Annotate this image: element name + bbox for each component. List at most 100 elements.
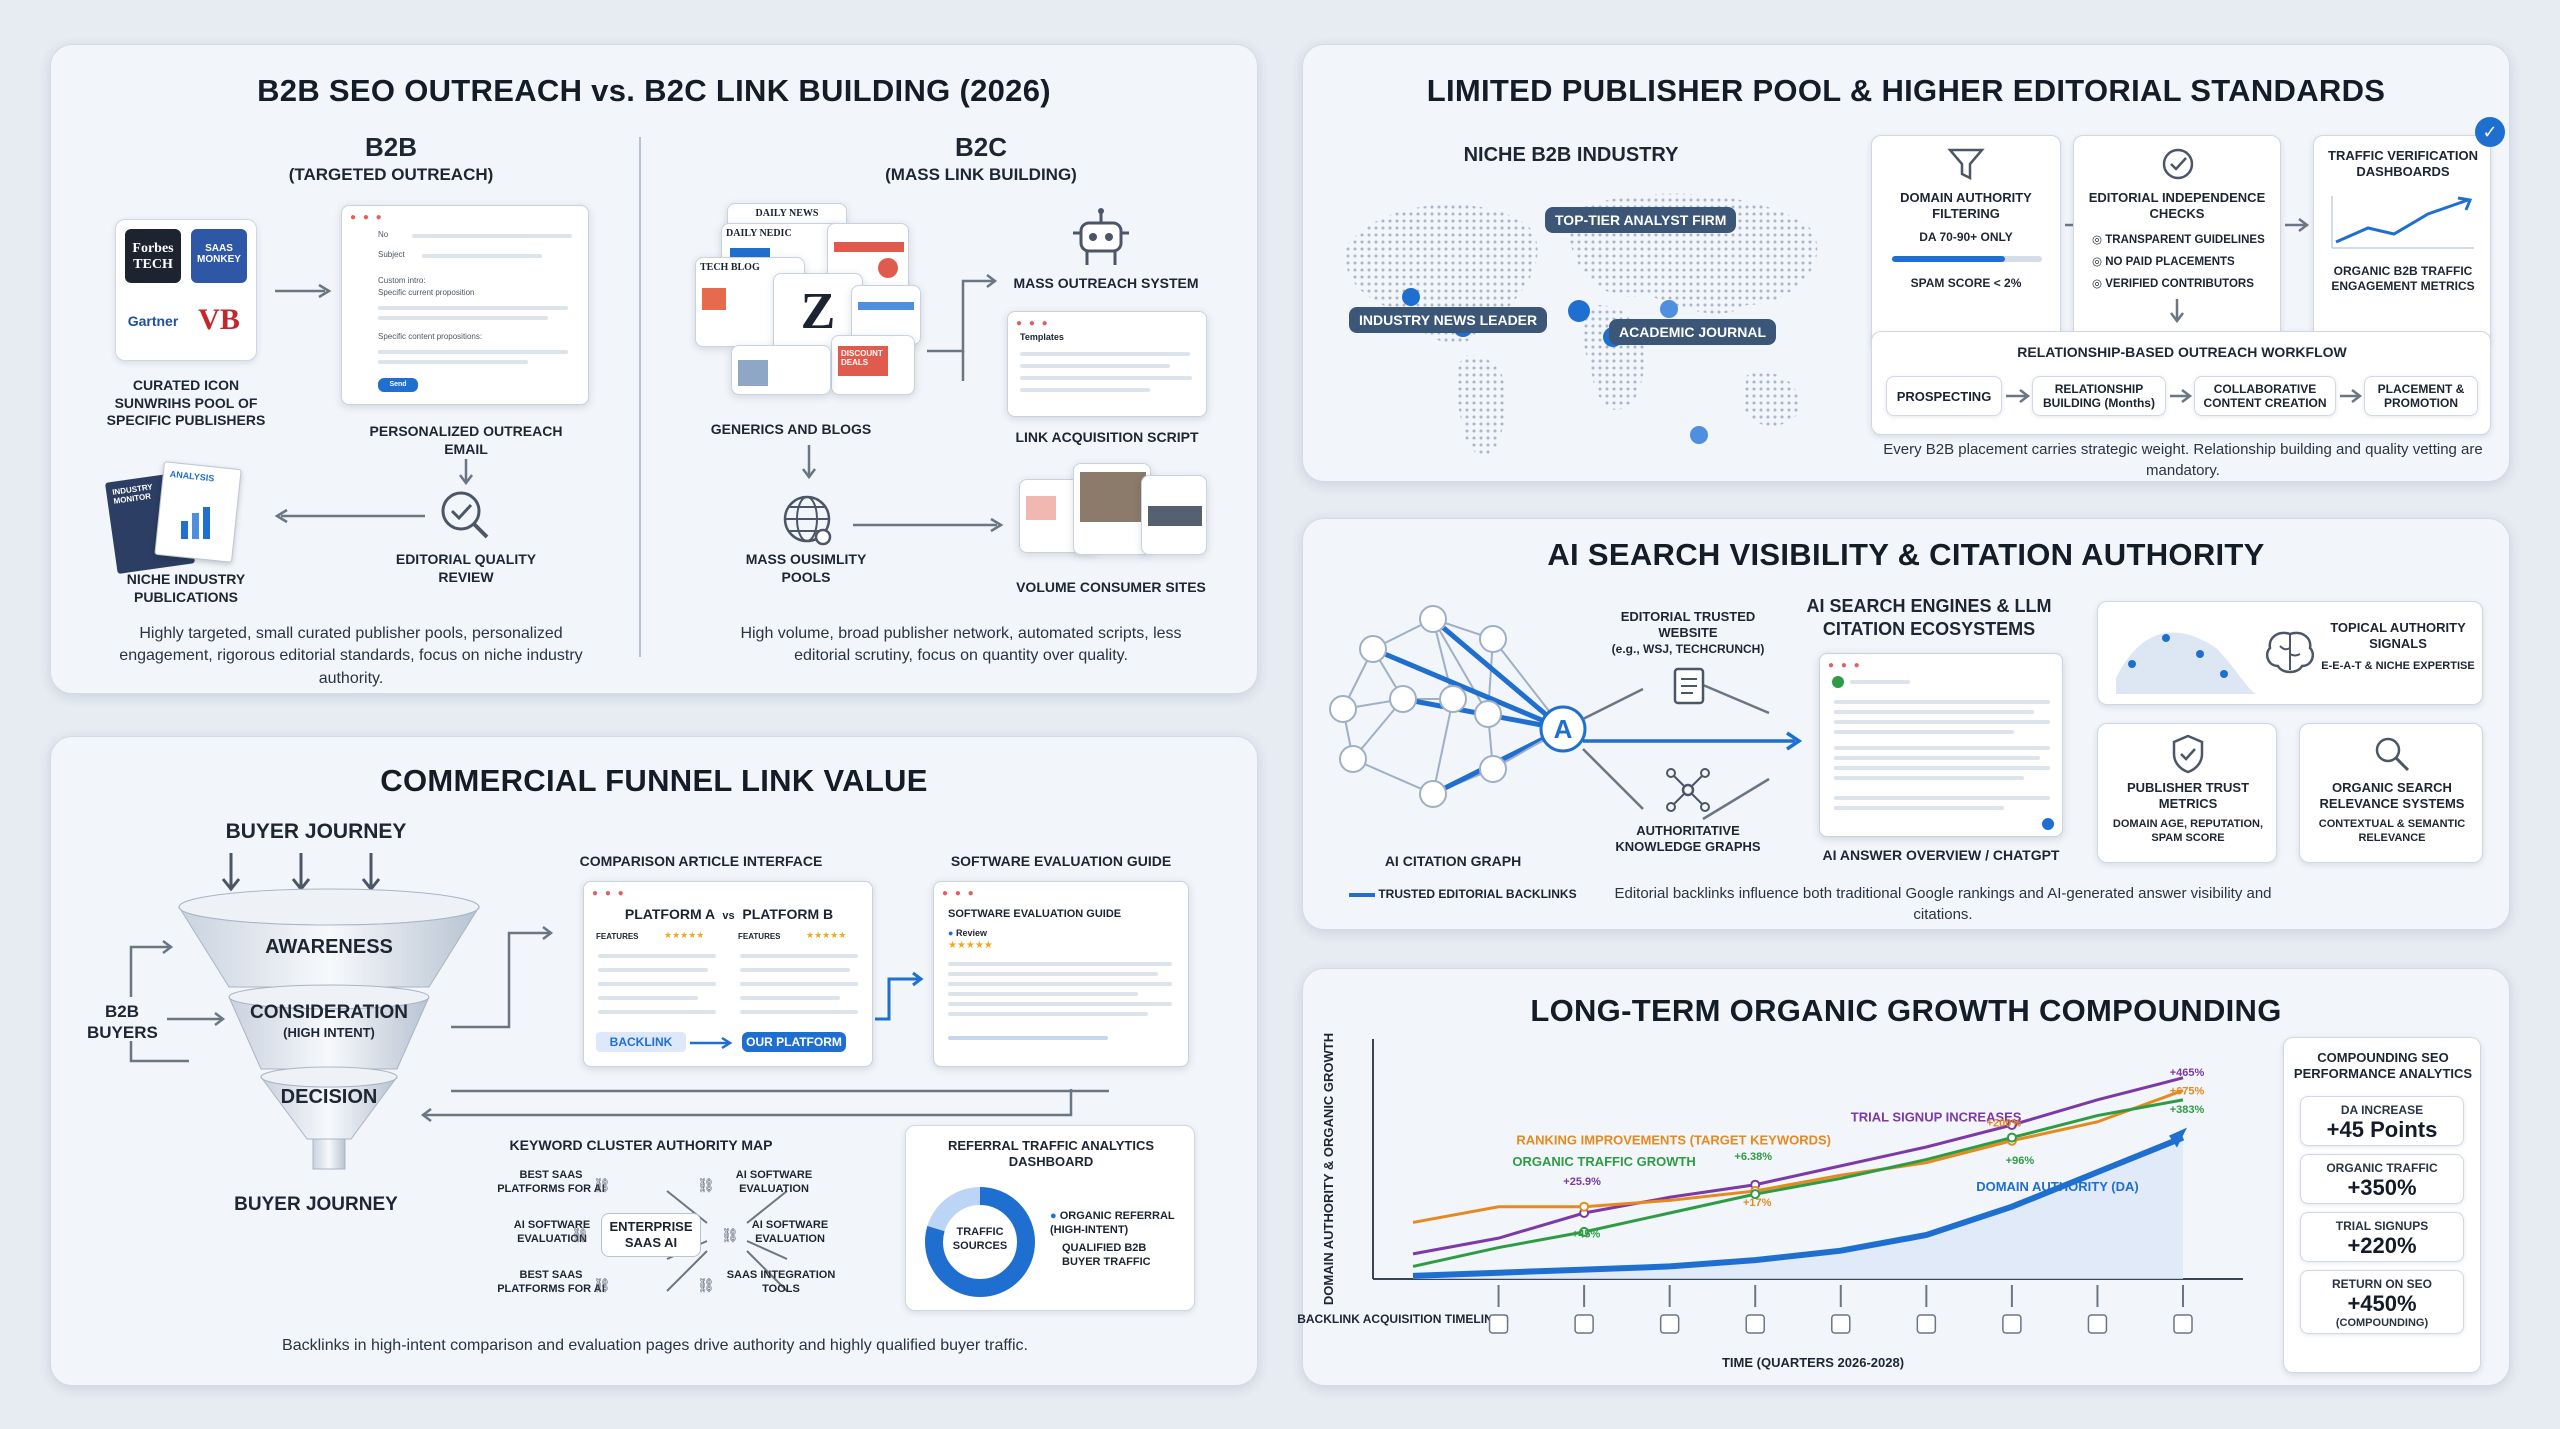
volume-site-3 — [1141, 475, 1207, 555]
funnel-decision: DECISION — [280, 1086, 378, 1108]
funnel-awareness: AWARENESS — [265, 936, 393, 958]
graph-edge — [1352, 758, 1434, 795]
graph-hub-node — [1539, 705, 1587, 753]
series-point — [2006, 1120, 2017, 1130]
panel-title: B2B SEO OUTREACH vs. B2C LINK BUILDING (… — [257, 73, 1051, 108]
magnifier-check-icon — [441, 491, 489, 539]
workflow-arrows — [2006, 389, 2363, 403]
graph-hub-label: A — [1554, 714, 1573, 744]
edi-item-3: ◎ VERIFIED CONTRIBUTORS — [2092, 278, 2254, 290]
legend-qualified: QUALIFIED B2B BUYER TRAFFIC — [1062, 1242, 1151, 1268]
cluster-ml: AI SOFTWARE EVALUATION — [513, 1219, 591, 1245]
growth-annotation: +25.9% — [1563, 1176, 1601, 1188]
graph-edge — [1432, 698, 1454, 795]
forbes-logo: Forbes TECH — [125, 229, 181, 283]
da-arrowhead — [2169, 1127, 2187, 1148]
send-button[interactable]: Send — [378, 378, 418, 392]
x-axis-label: TIME (QUARTERS 2026-2028) — [1722, 1355, 1904, 1370]
b2c-heading: B2C (MASS LINK BUILDING) — [885, 132, 1077, 184]
volume-site-2 — [1073, 463, 1151, 555]
our-platform-button[interactable]: OUR PLATFORM — [742, 1032, 846, 1052]
sales-funnel — [178, 853, 480, 1170]
pools-label: MASS OUSIMLITY POOLS — [745, 551, 867, 585]
workflow-step-3: COLLABORATIVE CONTENT CREATION — [2194, 376, 2336, 416]
link-icon: ⛓ — [571, 1227, 589, 1243]
hub-arrows — [1582, 683, 1803, 821]
ai-caption: Editorial backlinks influence both tradi… — [1614, 885, 2272, 923]
vb-logo: VB — [198, 303, 240, 336]
traffic-trend-icon — [2331, 196, 2474, 249]
niche-label: NICHE INDUSTRY PUBLICATIONS — [126, 571, 246, 605]
link-icon — [2087, 1314, 2108, 1334]
edi-item-1: ◎ TRANSPARENT GUIDELINES — [2092, 234, 2265, 246]
niche-industry-label: NICHE B2B INDUSTRY — [1463, 144, 1679, 166]
guide-label: SOFTWARE EVALUATION GUIDE — [950, 853, 1172, 869]
cluster-title: KEYWORD CLUSTER AUTHORITY MAP — [509, 1137, 773, 1153]
mass-outreach-label: MASS OUTREACH SYSTEM — [1013, 275, 1199, 291]
graph-node — [1329, 695, 1357, 723]
graph-node — [1439, 685, 1467, 713]
robot-icon — [1073, 208, 1129, 265]
verified-badge-icon: ✓ — [2475, 117, 2505, 147]
check-circle-icon — [2162, 148, 2194, 180]
b2b-buyers-label: B2B BUYERS — [87, 1002, 158, 1043]
series-label: DOMAIN AUTHORITY (DA) — [1976, 1179, 2138, 1194]
link-icon — [2173, 1314, 2193, 1334]
curated-label: CURATED ICON SUNWRIHS POOL OF SPECIFIC P… — [106, 377, 266, 428]
b2c-connectors — [927, 274, 998, 381]
buyer-arrows — [129, 940, 226, 1063]
guide-window: ● ● ● SOFTWARE EVALUATION GUIDE ● Review… — [933, 881, 1189, 1067]
funnel-consideration: CONSIDERATION (HIGH INTENT) — [250, 1002, 408, 1040]
series-point — [1750, 1189, 1761, 1200]
link-icon — [1659, 1314, 1680, 1334]
graph-node — [1419, 780, 1447, 808]
growth-annotation: +96% — [2006, 1155, 2035, 1167]
outreach-email-window: ● ● ● No Subject Custom intro: Specific … — [341, 205, 589, 405]
email-label: PERSONALIZED OUTREACH EMAIL — [369, 423, 563, 457]
document-icon — [1673, 667, 1705, 705]
traffic-donut — [925, 1187, 1035, 1297]
panel-title: AI SEARCH VISIBILITY & CITATION AUTHORIT… — [1547, 537, 2265, 572]
network-dots-icon — [2116, 632, 2256, 694]
growth-panel: LONG-TERM ORGANIC GROWTH COMPOUNDING DOM… — [1297, 968, 2510, 1386]
shield-icon — [2172, 734, 2204, 774]
cluster-center: ENTERPRISE SAAS AI — [601, 1213, 701, 1257]
da-slider[interactable] — [1892, 256, 2042, 262]
graph-edge — [1432, 618, 1489, 715]
graph-legend: TRUSTED EDITORIAL BACKLINKS — [1349, 887, 1577, 901]
backlink-tag[interactable]: BACKLINK — [596, 1032, 686, 1052]
series-point — [1579, 1226, 1590, 1237]
publisher-caption: Every B2B placement carries strategic we… — [1883, 441, 2483, 479]
arrow-left-publications — [274, 508, 425, 524]
growth-annotation: +465% — [2170, 1067, 2205, 1079]
timeline-label: BACKLINK ACQUISITION TIMELINES — [1297, 1312, 1509, 1326]
metric-traffic: ORGANIC TRAFFIC+350% — [2300, 1154, 2464, 1204]
panel-title: COMMERCIAL FUNNEL LINK VALUE — [380, 763, 928, 798]
link-icon: ⛓ — [697, 1277, 715, 1293]
editorial-label: EDITORIAL QUALITY REVIEW — [395, 551, 537, 585]
graph-node — [1339, 745, 1367, 773]
funnel-panel: COMMERCIAL FUNNEL LINK VALUE BUYER JOURN… — [50, 736, 1258, 1386]
series-line — [1412, 1098, 2184, 1268]
trusted-backlink-edge — [1431, 617, 1565, 731]
link-icon — [2002, 1314, 2022, 1334]
saas-logo: SAAS MONKEY — [191, 229, 247, 283]
cluster-tl: BEST SAAS PLATFORMS FOR AI — [497, 1169, 605, 1195]
workflow-step-2: RELATIONSHIP BUILDING (Months) — [2032, 376, 2166, 416]
volume-label: VOLUME CONSUMER SITES — [1016, 579, 1206, 595]
funnel-filter-icon — [1947, 148, 1985, 181]
link-icon: ⛓ — [593, 1277, 611, 1293]
news-bottom — [731, 345, 831, 395]
cluster-tr: AI SOFTWARE EVALUATION — [735, 1169, 813, 1195]
knowledge-graph-icon — [1666, 768, 1710, 812]
citation-graph: A — [1329, 605, 1587, 808]
link-icon — [1574, 1314, 1594, 1334]
workflow-step-4: PLACEMENT & PROMOTION — [2364, 376, 2478, 416]
da-filter-card: DOMAIN AUTHORITY FILTERING DA 70-90+ ONL… — [1871, 135, 2061, 347]
trusted-backlink-edge — [1372, 646, 1564, 732]
search-icon — [2375, 737, 2410, 772]
link-icon: ⛓ — [697, 1177, 715, 1193]
series-point — [1579, 1201, 1590, 1212]
arrow-to-email — [275, 283, 332, 299]
